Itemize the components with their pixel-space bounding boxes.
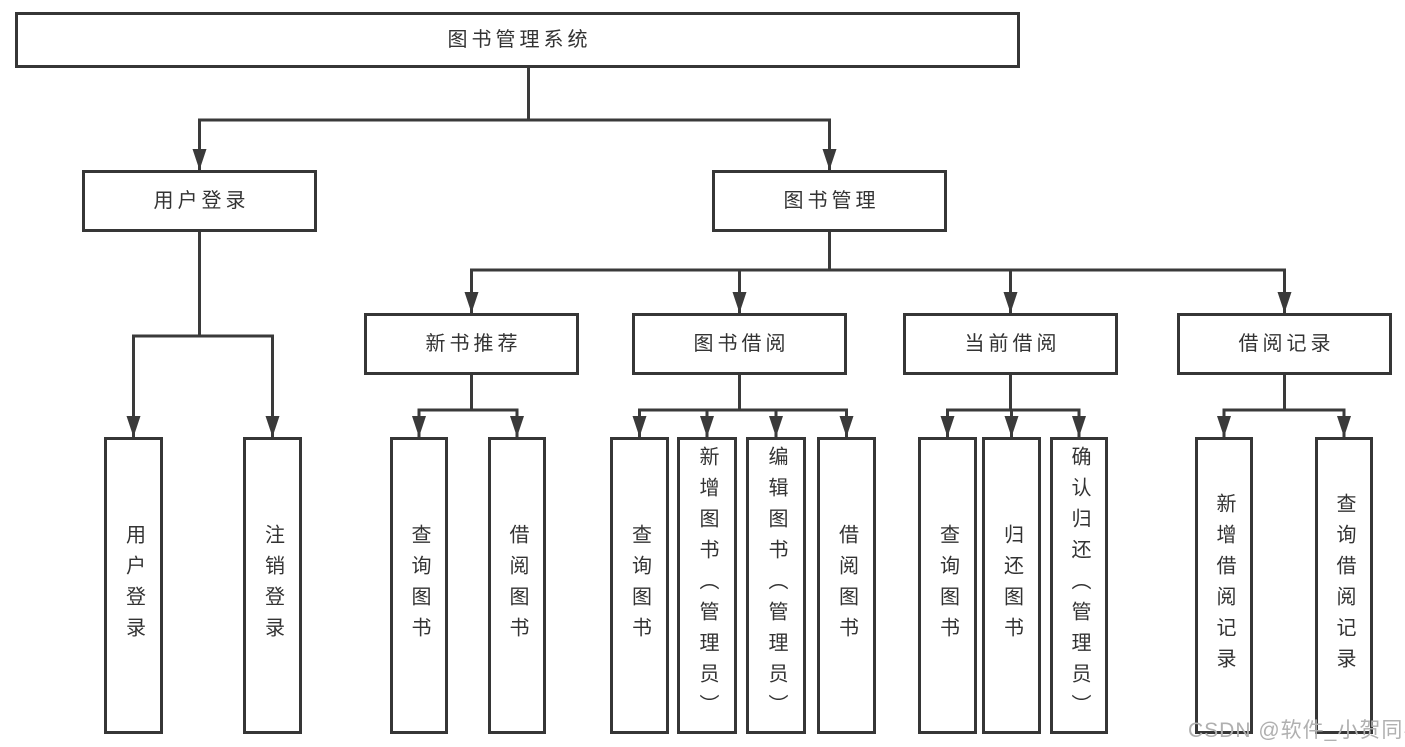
node-current-borrowing: 当前借阅: [903, 313, 1118, 375]
connector-book-borrowing-to-leaves: [632, 375, 854, 437]
leaf-query-books-borrowing-label: 查询图书: [628, 523, 651, 648]
node-user-login-label: 用户登录: [153, 190, 250, 212]
leaf-confirm-return-admin: 确认归还（管理员）: [1050, 437, 1108, 734]
node-book-management-label: 图书管理: [783, 190, 880, 212]
connector-root-to-level2: [192, 68, 837, 170]
node-user-login: 用户登录: [82, 170, 317, 232]
leaf-borrow-books: 借阅图书: [817, 437, 876, 734]
leaf-query-books-recommend: 查询图书: [390, 437, 448, 734]
leaf-confirm-return-admin-label: 确认归还（管理员）: [1068, 446, 1090, 725]
connector-borrowing-records-to-leaves: [1217, 375, 1351, 437]
leaf-query-books-borrowing: 查询图书: [610, 437, 669, 734]
node-current-borrowing-label: 当前借阅: [964, 333, 1061, 355]
leaf-query-books-current: 查询图书: [918, 437, 977, 734]
csdn-watermark: CSDN @软件_小贺同学: [1188, 719, 1405, 742]
leaf-logout-label: 注销登录: [261, 523, 284, 648]
node-book-borrowing: 图书借阅: [632, 313, 847, 375]
node-book-borrowing-label: 图书借阅: [693, 333, 790, 355]
connector-user-login-to-leaves: [126, 232, 280, 437]
node-root: 图书管理系统: [15, 12, 1020, 68]
connector-book-management-to-level3: [464, 232, 1292, 313]
leaf-user-login-label: 用户登录: [122, 523, 145, 648]
leaf-borrow-books-recommend: 借阅图书: [488, 437, 546, 734]
leaf-query-borrow-record-label: 查询借阅记录: [1333, 492, 1355, 679]
leaf-logout: 注销登录: [243, 437, 302, 734]
leaf-query-books-current-label: 查询图书: [936, 523, 959, 648]
leaf-query-books-recommend-label: 查询图书: [408, 523, 430, 648]
node-new-book-recommend-label: 新书推荐: [425, 333, 522, 355]
leaf-add-borrow-record-label: 新增借阅记录: [1213, 492, 1235, 679]
leaf-add-book-admin: 新增图书（管理员）: [677, 437, 737, 734]
leaf-borrow-books-recommend-label: 借阅图书: [506, 523, 528, 648]
node-root-label: 图书管理系统: [447, 29, 592, 51]
node-borrowing-records: 借阅记录: [1177, 313, 1392, 375]
leaf-user-login: 用户登录: [104, 437, 163, 734]
leaf-borrow-books-label: 借阅图书: [835, 523, 858, 648]
node-book-management: 图书管理: [712, 170, 947, 232]
leaf-add-borrow-record: 新增借阅记录: [1195, 437, 1253, 734]
connector-new-book-recommend-to-leaves: [412, 375, 524, 437]
node-new-book-recommend: 新书推荐: [364, 313, 579, 375]
connector-current-borrowing-to-leaves: [940, 375, 1086, 437]
leaf-return-books-label: 归还图书: [1000, 523, 1023, 648]
node-borrowing-records-label: 借阅记录: [1238, 333, 1335, 355]
leaf-add-book-admin-label: 新增图书（管理员）: [696, 446, 718, 725]
leaf-edit-book-admin-label: 编辑图书（管理员）: [765, 446, 787, 725]
leaf-return-books: 归还图书: [982, 437, 1041, 734]
leaf-query-borrow-record: 查询借阅记录: [1315, 437, 1373, 734]
leaf-edit-book-admin: 编辑图书（管理员）: [746, 437, 806, 734]
